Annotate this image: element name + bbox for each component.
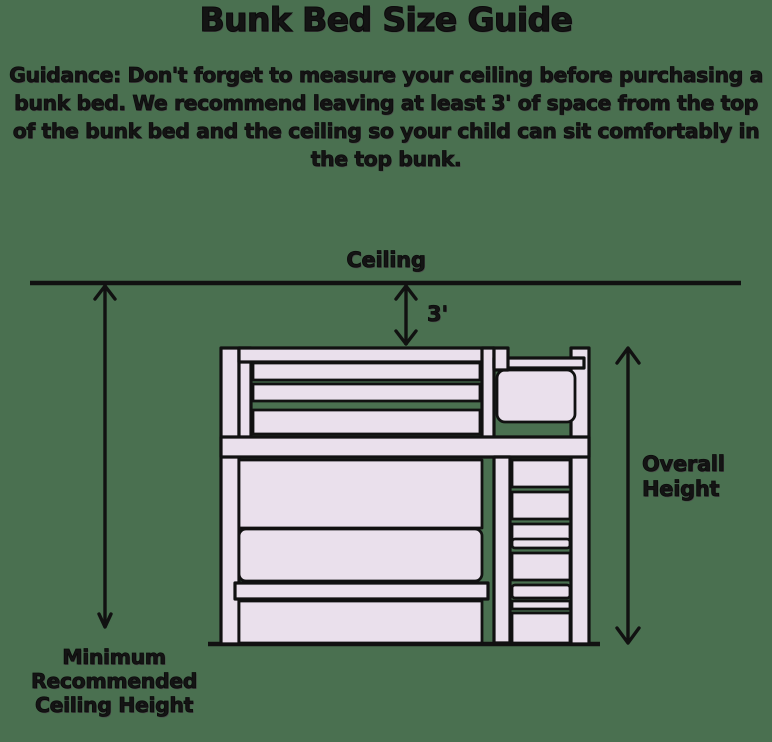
ladder-gap-4	[510, 551, 572, 582]
clearance-arrow	[394, 284, 418, 346]
ladder-rung-3	[510, 537, 572, 550]
under-bed-space	[237, 599, 484, 645]
ladder-rail-left	[492, 455, 512, 645]
ladder-gap-1	[510, 458, 572, 489]
ladder-rungs	[510, 458, 572, 645]
top-bunk-headboard	[237, 346, 496, 445]
clearance-label: 3'	[427, 302, 449, 327]
minimum-ceiling-height-label: Minimum Recommended Ceiling Height	[31, 645, 198, 718]
headboard-slat-gap-2	[251, 382, 482, 403]
headboard-slat-gap-1	[251, 361, 482, 382]
lower-bunk-upper-space	[237, 458, 484, 530]
headboard-slat-gap-3	[251, 408, 482, 436]
overall-height-arrow	[615, 346, 641, 645]
guidance-text: Guidance: Don't forget to measure your c…	[9, 63, 764, 171]
minimum-ceiling-height-arrow	[93, 284, 117, 629]
lower-bunk-mattress-space	[237, 527, 484, 583]
ladder-gap-6	[510, 611, 572, 645]
ladder-rung-4	[510, 583, 572, 600]
page-title: Bunk Bed Size Guide	[199, 0, 574, 39]
lower-bunk-rail	[233, 581, 490, 601]
ladder-gap-5	[510, 599, 572, 611]
ceiling-label: Ceiling	[346, 248, 426, 273]
top-bunk-platform	[219, 435, 591, 459]
overall-height-label: Overall Height	[642, 452, 726, 502]
guard-rail-opening	[495, 368, 577, 424]
top-bunk-end-post	[492, 346, 510, 372]
ladder-gap-2	[510, 490, 572, 521]
bunk-bed-illustration	[208, 346, 600, 647]
